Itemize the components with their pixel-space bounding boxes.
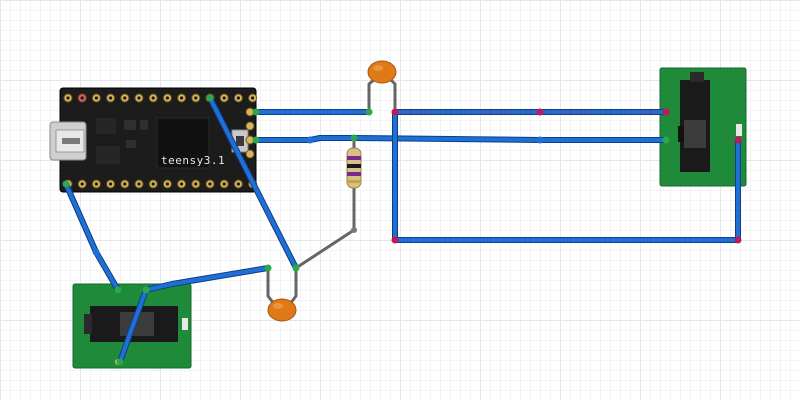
wire-cap-top-lead-right[interactable]: [387, 76, 397, 114]
audio-jack-right[interactable]: [659, 67, 747, 187]
board-pin-hole: [151, 182, 155, 186]
board-pin[interactable]: [245, 149, 255, 159]
wire-endpoint[interactable]: [734, 136, 742, 144]
mcu-chip: [156, 117, 210, 169]
board-pin-hole: [94, 96, 98, 100]
wire-endpoint[interactable]: [734, 236, 742, 244]
wire-endpoint[interactable]: [252, 136, 260, 144]
wire-endpoint[interactable]: [662, 108, 670, 116]
board-pin-hole: [80, 96, 84, 100]
wire-resistor-lead-bottom[interactable]: [294, 184, 356, 270]
wire-endpoint[interactable]: [391, 236, 399, 244]
board-pin-headers: [63, 93, 258, 189]
board-pin-hole: [236, 96, 240, 100]
board-pin-hole: [66, 96, 70, 100]
wire-endpoint[interactable]: [391, 108, 399, 116]
board-pin-hole: [194, 182, 198, 186]
board-pin-hole: [165, 96, 169, 100]
wire-endpoint[interactable]: [350, 134, 358, 142]
wire-endpoint[interactable]: [292, 264, 300, 272]
board-pin-hole: [180, 182, 184, 186]
blue-wires: [63, 95, 741, 365]
board-pin-hole: [180, 96, 184, 100]
board-pin-hole: [109, 96, 113, 100]
teensy-3-1-board[interactable]: teensy3.1: [49, 87, 257, 193]
wire-endpoint[interactable]: [142, 286, 150, 294]
board-pin-hole: [109, 182, 113, 186]
board-pin-hole: [194, 96, 198, 100]
resistor[interactable]: [346, 147, 362, 189]
board-pin-hole: [137, 182, 141, 186]
wire-endpoint[interactable]: [92, 248, 100, 256]
wire-endpoint[interactable]: [114, 286, 122, 294]
capacitor-bottom[interactable]: [267, 298, 297, 322]
board-pin-hole: [165, 182, 169, 186]
wire-endpoint[interactable]: [62, 180, 70, 188]
wire-endpoint[interactable]: [536, 108, 544, 116]
wire-cap-bottom-lead-right[interactable]: [288, 266, 298, 306]
board-pin-hole: [236, 182, 240, 186]
board-pin-hole: [123, 96, 127, 100]
board-pin-hole: [222, 182, 226, 186]
wire-endpoint[interactable]: [662, 136, 670, 144]
board-pin[interactable]: [245, 121, 255, 131]
wire-endpoints: [62, 94, 742, 366]
board-pin-hole: [251, 96, 255, 100]
wire-endpoint[interactable]: [306, 136, 314, 144]
wire-endpoint[interactable]: [351, 227, 357, 233]
board-pin-hole: [222, 96, 226, 100]
wire-endpoint[interactable]: [252, 108, 260, 116]
board-pin-hole: [151, 96, 155, 100]
board-label: teensy3.1: [161, 154, 225, 167]
wire-endpoint[interactable]: [365, 108, 373, 116]
wire-endpoint[interactable]: [264, 264, 272, 272]
wire-endpoint[interactable]: [536, 136, 544, 144]
wires: [63, 76, 741, 365]
wire-endpoint[interactable]: [116, 358, 124, 366]
board-pin-hole: [137, 96, 141, 100]
board-pin-hole: [208, 182, 212, 186]
wire-cap-bottom-lead-left[interactable]: [266, 266, 276, 306]
board-pin-hole: [123, 182, 127, 186]
board-pin-hole: [94, 182, 98, 186]
wire-cap-top-lead-left[interactable]: [367, 76, 378, 114]
wire-endpoint[interactable]: [206, 94, 214, 102]
board-pin-hole: [80, 182, 84, 186]
capacitor-top[interactable]: [367, 60, 397, 84]
